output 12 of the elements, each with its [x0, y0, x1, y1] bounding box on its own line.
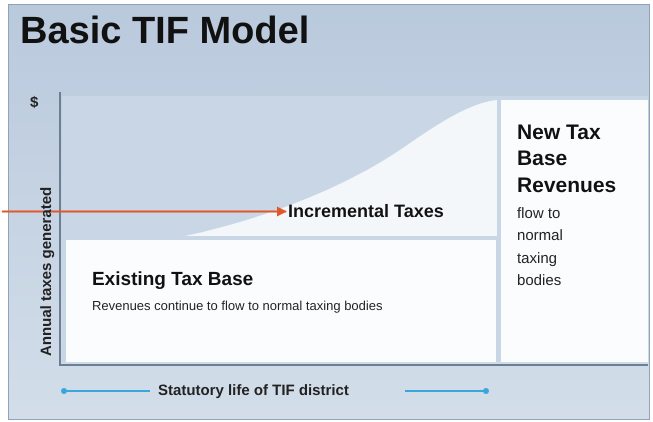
panel-heading: Existing Tax Base — [92, 268, 254, 292]
panel-text: Revenues continue to flow to normal taxing bodies — [92, 296, 384, 315]
axis-label: Statutory life of TIF district — [158, 382, 349, 399]
panel-text: flow to normal taxing bodies — [517, 204, 564, 292]
area-label: Incremental Taxes — [288, 201, 444, 222]
text-panel — [501, 100, 648, 362]
title: Basic TIF Model — [20, 10, 310, 53]
axis-label: $ — [30, 94, 38, 111]
panel-heading: New Tax Base Revenues — [517, 120, 616, 198]
arrow — [2, 206, 287, 216]
text-panel — [66, 240, 496, 362]
axis-label: Annual taxes generated — [38, 186, 55, 356]
